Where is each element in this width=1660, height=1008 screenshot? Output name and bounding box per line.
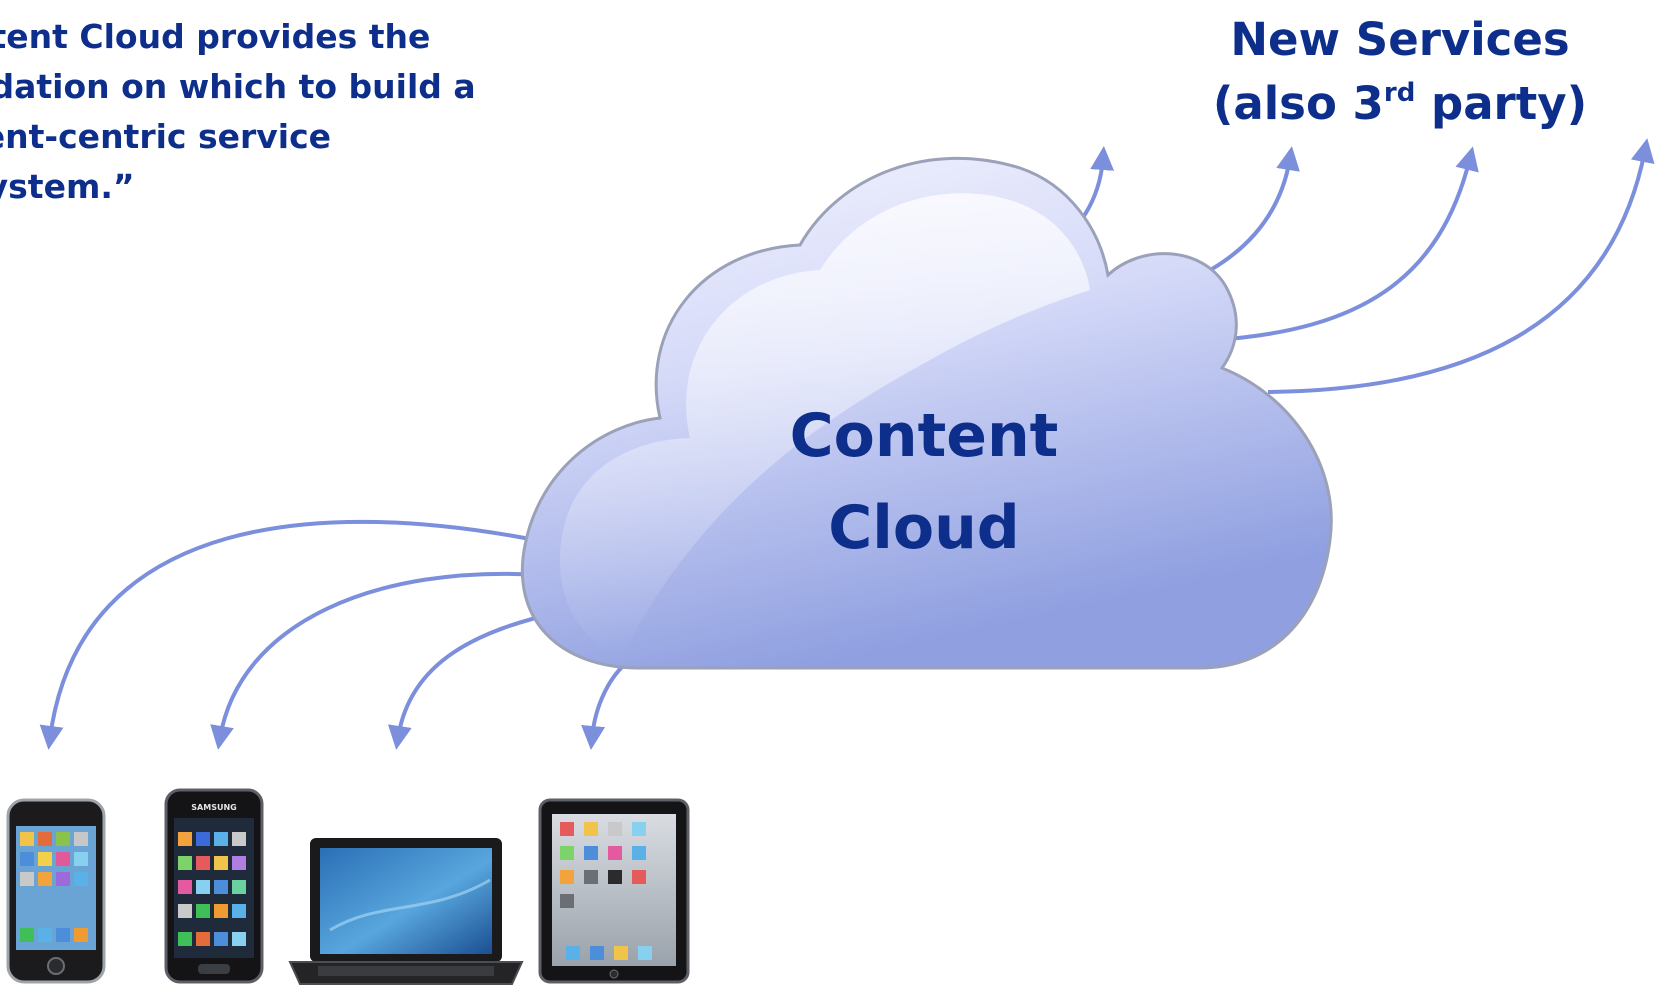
device-arrow-phone-2 <box>210 571 541 750</box>
service-arrow-3 <box>1214 146 1479 342</box>
subtitle-suffix: party) <box>1415 77 1588 130</box>
cloud-label-line-1: Content <box>789 401 1059 471</box>
iphone-image <box>6 798 106 984</box>
samsung-brand-label: SAMSUNG <box>191 803 236 812</box>
new-services-label: New Services (also 3rd party) <box>1150 8 1650 136</box>
new-services-subtitle: (also 3rd party) <box>1150 72 1650 136</box>
samsung-phone-image: SAMSUNG <box>164 788 264 984</box>
subtitle-superscript: rd <box>1383 78 1416 108</box>
service-arrow-4 <box>1267 138 1655 394</box>
device-arrow-tablet <box>581 658 632 750</box>
new-services-title: New Services <box>1230 13 1570 66</box>
quote-line-3: tent-centric service <box>0 117 332 156</box>
quote-line-2: ndation on which to build a <box>0 67 476 106</box>
quote-text: ntent Cloud provides the ndation on whic… <box>0 12 527 212</box>
content-cloud <box>520 156 1333 670</box>
quote-line-4: system.” <box>0 167 135 206</box>
ipad-image <box>538 798 690 984</box>
quote-line-1: ntent Cloud provides the <box>0 17 431 56</box>
subtitle-prefix: (also 3 <box>1212 77 1384 130</box>
laptop-image <box>288 838 524 985</box>
cloud-label-line-2: Cloud <box>828 493 1020 563</box>
cloud-label: Content Cloud <box>734 390 1114 574</box>
device-arrow-phone-1 <box>39 519 536 750</box>
device-arrow-laptop <box>387 610 561 750</box>
